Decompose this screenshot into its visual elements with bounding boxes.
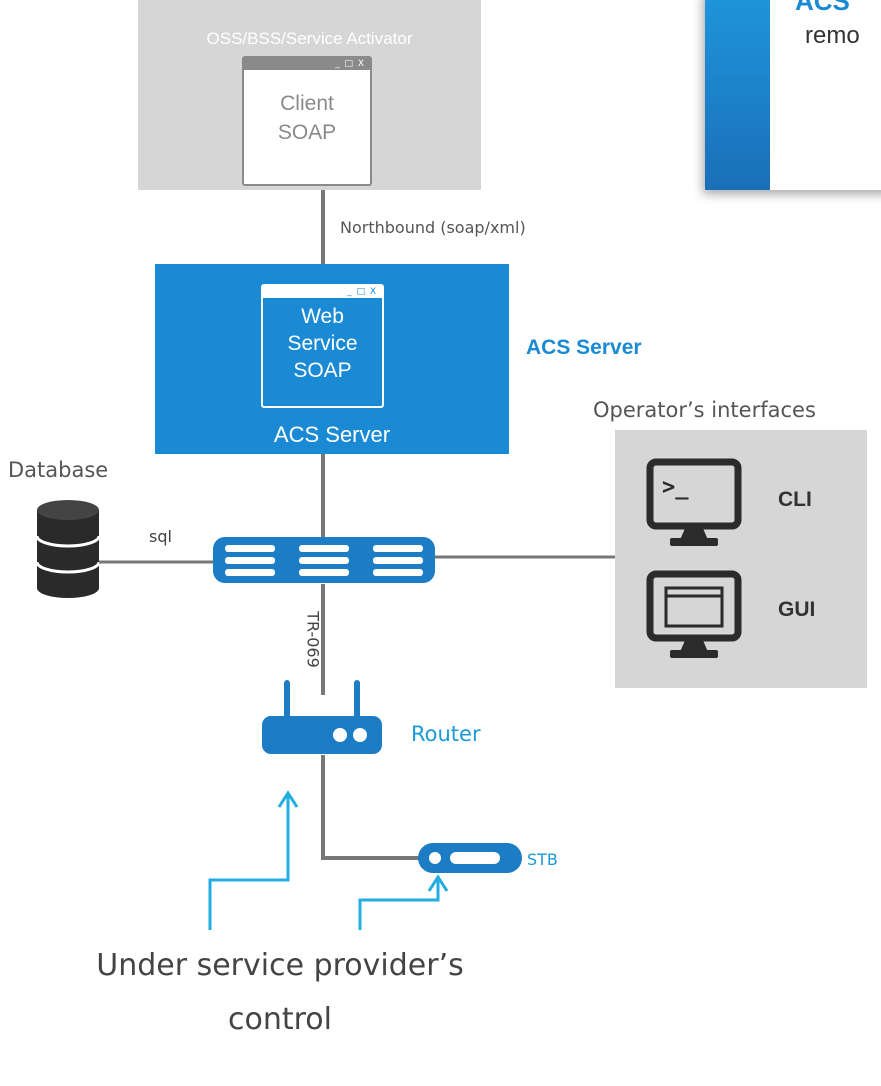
oss-bss-title: OSS/BSS/Service Activator: [206, 29, 413, 48]
gui-monitor-icon: [646, 570, 742, 658]
service-label: Service: [287, 332, 358, 355]
operator-interfaces-box: >_ CLI GUI: [615, 430, 867, 688]
router-icon: [262, 680, 382, 754]
callout-card: ACS remo: [705, 0, 881, 190]
client-soap-window: _ □ X Client SOAP: [242, 56, 372, 186]
control-arrow-router-head: [277, 790, 299, 808]
terminal-monitor-icon: >_: [646, 458, 742, 546]
northbound-label: Northbound (soap/xml): [340, 218, 526, 237]
database-label: Database: [8, 458, 109, 482]
acs-server-side-label: ACS Server: [526, 336, 642, 359]
window-controls-icon: _ □ X: [347, 287, 377, 297]
svg-text:>_: >_: [662, 475, 689, 500]
gui-label: GUI: [778, 598, 816, 621]
acs-box-label: ACS Server: [273, 422, 391, 447]
control-note-line2: control: [228, 1002, 332, 1037]
tr069-label: TR-069: [303, 611, 323, 668]
control-note-line1: Under service provider’s: [96, 948, 464, 983]
callout-title: ACS: [795, 0, 850, 16]
callout-text: remo: [805, 22, 860, 49]
control-arrow-stb: [358, 878, 440, 930]
database-icon: [37, 500, 99, 598]
soap-label: SOAP: [293, 359, 352, 382]
oss-bss-box: OSS/BSS/Service Activator _ □ X Client S…: [138, 0, 481, 190]
acs-server-box: _ □ X Web Service SOAP ACS Server: [155, 264, 509, 454]
soap-label: SOAP: [277, 121, 337, 144]
control-arrow-router: [208, 795, 290, 930]
network-switch-icon: [213, 537, 435, 583]
router-to-stb-line: [321, 755, 420, 860]
operator-title: Operator’s interfaces: [593, 398, 816, 422]
stb-icon: [418, 843, 522, 873]
router-label: Router: [411, 722, 481, 746]
stb-label: STB: [527, 850, 558, 869]
control-arrow-stb-head: [427, 874, 449, 892]
cli-label: CLI: [778, 488, 812, 511]
sql-label: sql: [149, 527, 172, 546]
window-controls-icon: _ □ X: [335, 59, 365, 69]
callout-accent-bar: [705, 0, 770, 190]
client-label: Client: [280, 92, 334, 115]
web-label: Web: [301, 305, 344, 328]
web-service-window: _ □ X Web Service SOAP: [261, 284, 384, 408]
